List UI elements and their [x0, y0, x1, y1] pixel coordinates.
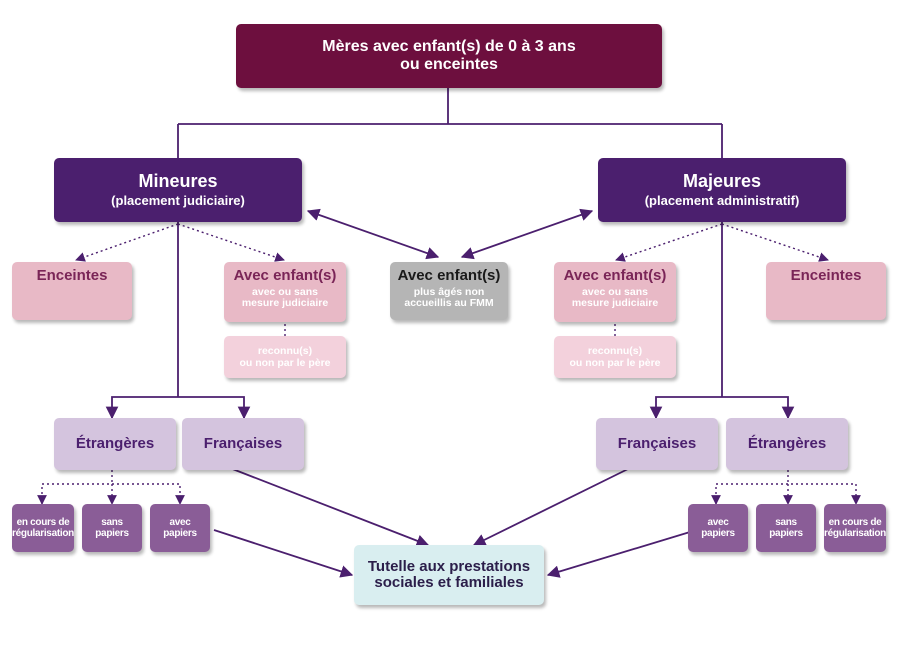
left-status-1-line1: sans: [101, 517, 123, 528]
majors-label: Majeures: [682, 170, 762, 191]
right-status-regularisation: en cours de régularisation: [824, 504, 886, 552]
guardianship-line1: Tutelle aux prestations: [367, 557, 531, 575]
minors-box: Mineures (placement judiciaire): [54, 158, 302, 222]
minors-sub: (placement judiciaire): [111, 192, 245, 208]
right-french-label: Françaises: [617, 434, 697, 452]
right-with-children-sub2: mesure judiciaire: [571, 297, 659, 310]
right-with-children-box: Avec enfant(s) avec ou sans mesure judic…: [554, 262, 676, 322]
left-status-0-line2: régularisation: [12, 528, 74, 539]
guardianship-box: Tutelle aux prestations sociales et fami…: [354, 545, 544, 605]
title-box: Mères avec enfant(s) de 0 à 3 ans ou enc…: [236, 24, 662, 88]
right-foreign-box: Étrangères: [726, 418, 848, 470]
left-status-with-papers: avec papiers: [150, 504, 210, 552]
right-status-with-papers: avec papiers: [688, 504, 748, 552]
right-foreign-label: Étrangères: [747, 434, 827, 452]
minors-label: Mineures: [138, 170, 218, 191]
left-status-no-papers: sans papiers: [82, 504, 142, 552]
majors-sub: (placement administratif): [644, 192, 800, 208]
right-recognized-line2: ou non par le père: [569, 357, 661, 369]
left-status-regularisation: en cours de régularisation: [12, 504, 74, 552]
right-with-children-sub1: avec ou sans: [582, 285, 648, 298]
left-with-children-sub2: mesure judiciaire: [241, 297, 329, 310]
left-recognized-line2: ou non par le père: [239, 357, 331, 369]
left-status-2-line1: avec: [169, 517, 191, 528]
left-with-children-box: Avec enfant(s) avec ou sans mesure judic…: [224, 262, 346, 322]
left-foreign-box: Étrangères: [54, 418, 176, 470]
center-sub2: accueillis au FMM: [404, 297, 494, 310]
right-pregnant-box: Enceintes: [766, 262, 886, 320]
center-with-children-label: Avec enfant(s): [397, 267, 501, 284]
left-pregnant-label: Enceintes: [36, 267, 108, 284]
majors-box: Majeures (placement administratif): [598, 158, 846, 222]
left-french-label: Françaises: [203, 434, 283, 452]
right-french-box: Françaises: [596, 418, 718, 470]
left-with-children-label: Avec enfant(s): [233, 267, 337, 284]
center-sub1: plus âgés non: [413, 285, 485, 298]
right-status-1-line2: papiers: [769, 528, 803, 539]
left-recognized-box: reconnu(s) ou non par le père: [224, 336, 346, 378]
left-french-box: Françaises: [182, 418, 304, 470]
left-status-1-line2: papiers: [95, 528, 129, 539]
left-pregnant-box: Enceintes: [12, 262, 132, 320]
right-status-0-line2: papiers: [701, 528, 735, 539]
guardianship-line2: sociales et familiales: [374, 574, 524, 591]
center-with-children-box: Avec enfant(s) plus âgés non accueillis …: [390, 262, 508, 320]
right-with-children-label: Avec enfant(s): [563, 267, 667, 284]
right-recognized-line1: reconnu(s): [587, 345, 643, 358]
right-status-2-line2: régularisation: [824, 528, 886, 539]
right-status-0-line1: avec: [707, 517, 729, 528]
right-status-2-line1: en cours de: [828, 517, 882, 528]
right-recognized-box: reconnu(s) ou non par le père: [554, 336, 676, 378]
right-pregnant-label: Enceintes: [790, 267, 862, 284]
left-status-2-line2: papiers: [163, 528, 197, 539]
left-status-0-line1: en cours de: [16, 517, 70, 528]
right-status-no-papers: sans papiers: [756, 504, 816, 552]
left-recognized-line1: reconnu(s): [257, 345, 313, 358]
left-foreign-label: Étrangères: [75, 434, 155, 452]
title-line2: ou enceintes: [400, 56, 498, 73]
left-with-children-sub1: avec ou sans: [252, 285, 318, 298]
title-line1: Mères avec enfant(s) de 0 à 3 ans: [322, 38, 576, 56]
right-status-1-line1: sans: [775, 517, 797, 528]
